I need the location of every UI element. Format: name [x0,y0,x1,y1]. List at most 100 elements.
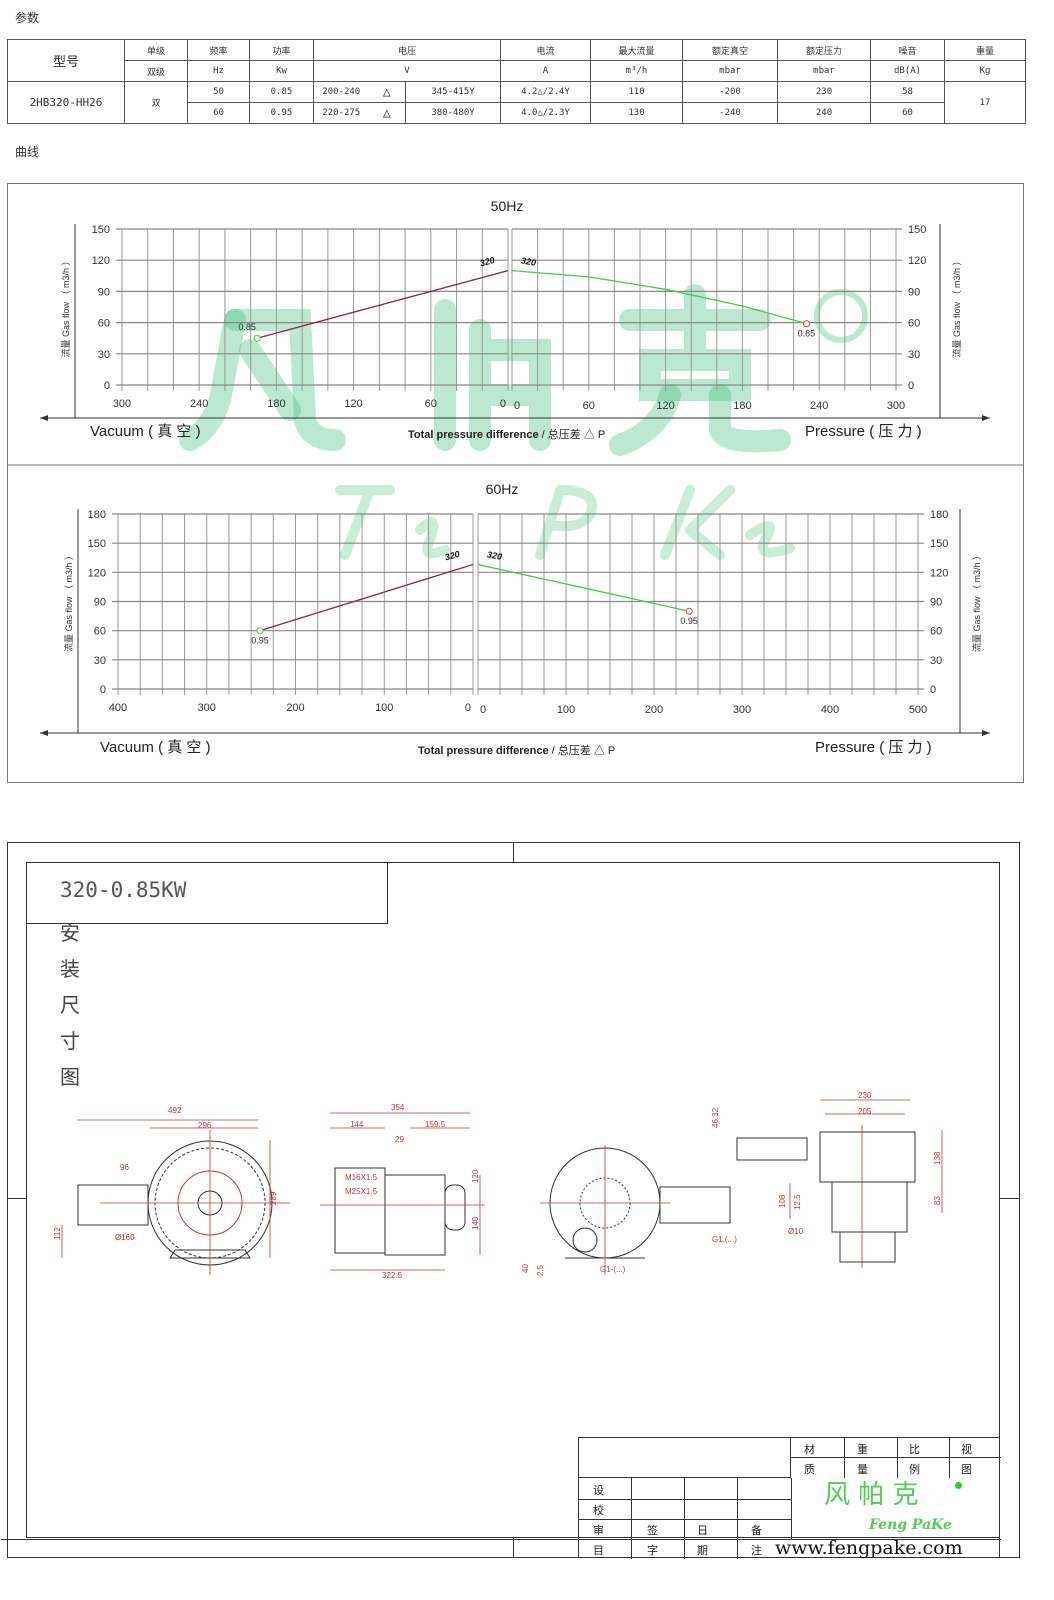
svg-text:296: 296 [198,1121,212,1130]
y-tick-label-left: 180 [88,509,106,521]
y-tick-label-right: 150 [908,224,926,236]
svg-text:M16X1.5: M16X1.5 [345,1173,378,1182]
cell: 4.0△/2.3Y [500,102,591,124]
svg-text:2.5: 2.5 [536,1264,545,1276]
x-axis-label: Total pressure difference / 总压差 △ P [408,427,605,441]
x-tick-label-pressure: 180 [733,400,751,412]
y-axis-label-left: 流量 Gas flow （ m3/h ） [60,256,71,357]
svg-text:120: 120 [471,1169,480,1183]
cell: 240 [777,102,871,124]
title-block: 材重比视 质量例图 设校审目 签日备 字期注 风 帕 克 Feng PaKe w… [1,1437,1001,1559]
x-tick-label-vacuum: 300 [198,702,216,714]
chart-title: 60Hz [486,481,519,497]
series-line-vacuum [259,563,474,632]
svg-text:83: 83 [933,1196,942,1205]
svg-text:205: 205 [858,1107,872,1116]
x-tick-label-vacuum: 120 [344,398,362,410]
svg-text:144: 144 [350,1120,364,1129]
svg-text:46.32: 46.32 [711,1107,720,1128]
table-row: 60 0.95 220-275 △ 380-480Y 4.0△/2.3Y 130… [8,102,1026,124]
y-tick-label-left: 30 [94,655,106,667]
x-tick-label-pressure: 100 [557,704,575,716]
series-line-pressure [511,269,807,325]
svg-text:96: 96 [120,1163,129,1172]
y-tick-label-left: 150 [92,224,110,236]
svg-text:112: 112 [53,1227,62,1240]
curves-box [7,183,1024,783]
cell: 60 [187,102,250,124]
svg-text:M25X1.5: M25X1.5 [345,1187,378,1196]
svg-text:Ø160: Ø160 [115,1233,135,1242]
y-tick-label-right: 30 [908,349,920,361]
table-header-row: 型号 单级 频率 功率 电压 电流 最大流量 额定真空 额定压力 噪音 重量 [7,39,1026,82]
performance-charts: 50Hz 0 0 30 30 60 60 90 90 120 120 150 150 300 240 180 1… [7,198,1024,757]
svg-text:G1-(...): G1-(...) [600,1265,626,1274]
y-tick-label-left: 0 [100,684,106,696]
svg-text:Ø10: Ø10 [788,1227,804,1236]
section-params: 参数 [15,11,40,25]
series-end-point [685,607,693,615]
logo-en: Feng PaKe [869,1517,952,1533]
watermark-en-strokes [335,485,795,560]
cell: 220-275 [313,102,369,124]
x-tick-label-pressure: 120 [656,400,674,412]
y-tick-label-right: 60 [908,318,920,330]
y-tick-label-left: 60 [98,318,110,330]
cell: 60 [870,102,945,124]
x-tick-label-vacuum: 400 [109,702,127,714]
svg-text:138: 138 [933,1151,942,1165]
svg-text:140: 140 [471,1216,480,1230]
x-axis-label: Total pressure difference / 总压差 △ P [418,743,615,757]
y-axis-label-left: 流量 Gas flow （ m3/h ） [63,551,74,652]
drawing-inner-frame [26,862,1000,1538]
drawing-title-box [26,862,388,924]
y-tick-label-right: 180 [930,509,948,521]
series-end-point [802,320,810,328]
svg-text:G1.(...): G1.(...) [712,1235,737,1244]
watermark-graphic [179,284,868,560]
svg-text:29: 29 [395,1135,404,1144]
y-tick-label-left: 150 [88,538,106,550]
y-tick-label-left: 90 [94,597,106,609]
pressure-label: Pressure ( 压 力 ) [805,423,922,440]
svg-text:354: 354 [391,1103,405,1112]
series-end-point [253,334,261,342]
weight-cell: 17 [944,81,1026,124]
svg-text:230: 230 [858,1091,872,1100]
x-tick-label-vacuum: 100 [375,702,393,714]
table-units-row: 双级 Hz Kw V A m³/h mbar mbar dB(A) Kg [8,60,1026,82]
series-name-label: 320 [520,255,537,267]
y-tick-label-right: 150 [930,538,948,550]
pressure-label: Pressure ( 压 力 ) [815,739,932,756]
x-tick-label-pressure: 200 [645,704,663,716]
vacuum-label: Vacuum ( 真 空 ) [90,422,201,440]
model-cell: 2HB320-HH26 [7,81,125,124]
y-axis-label-right: 流量 Gas flow （ m3/h ） [951,256,962,357]
y-axis-label-right: 流量 Gas flow （ m3/h ） [971,551,982,652]
x-tick-label-vacuum: 300 [113,398,131,410]
y-tick-label-left: 120 [88,567,106,579]
x-tick-label-vacuum: 0 [500,398,506,410]
y-tick-label-left: 120 [92,255,110,267]
chart-title: 50Hz [491,198,524,214]
series-end-label: 0.95 [680,616,698,626]
cell: -240 [682,102,778,124]
x-tick-label-vacuum: 0 [465,702,471,714]
x-tick-label-pressure: 240 [810,400,828,412]
cell: 0.95 [249,102,314,124]
spec-table: 型号 单级 频率 功率 电压 电流 最大流量 额定真空 额定压力 噪音 重量 双… [7,39,1026,124]
y-tick-label-right: 90 [908,286,920,298]
x-tick-label-vacuum: 240 [190,398,208,410]
y-tick-label-left: 90 [98,286,110,298]
registered-dot [955,1482,962,1489]
logo-cn: 风 帕 克 [824,1480,919,1510]
drawing-title: 320-0.85KW [60,878,187,902]
cell: 380-480Y [405,102,501,124]
series-end-point [256,627,264,635]
